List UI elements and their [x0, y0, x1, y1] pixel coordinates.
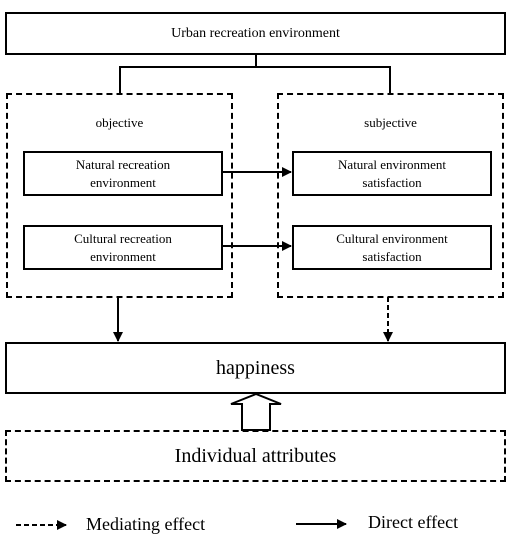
urban-recreation-environment-label: Urban recreation environment	[171, 25, 340, 41]
urban-recreation-environment-box: Urban recreation environment	[5, 12, 506, 55]
natural-recreation-environment-label: Natural recreation environment	[75, 156, 171, 190]
natural-environment-satisfaction-box: Natural environment satisfaction	[292, 151, 492, 196]
subjective-title: subjective	[364, 115, 417, 130]
natural-recreation-environment-box: Natural recreation environment	[23, 151, 223, 196]
happiness-box: happiness	[5, 342, 506, 394]
attributes-to-happiness-hollow-arrow	[230, 392, 282, 431]
cultural-environment-satisfaction-label: Cultural environment satisfaction	[336, 230, 448, 264]
objective-group	[6, 93, 233, 298]
objective-title: objective	[95, 115, 144, 130]
top-bracket-connector	[119, 54, 391, 93]
cultural-recreation-environment-label: Cultural recreation environment	[74, 230, 172, 264]
cultural-environment-satisfaction-box: Cultural environment satisfaction	[292, 225, 492, 270]
legend-direct-label: Direct effect	[368, 512, 459, 532]
individual-attributes-label: Individual attributes	[174, 444, 337, 467]
individual-attributes-box: Individual attributes	[5, 430, 506, 482]
subjective-group	[277, 93, 504, 298]
natural-environment-satisfaction-label: Natural environment satisfaction	[338, 156, 446, 190]
cultural-recreation-environment-box: Cultural recreation environment	[23, 225, 223, 270]
happiness-label: happiness	[216, 356, 295, 379]
legend-mediating-label: Mediating effect	[86, 514, 206, 534]
